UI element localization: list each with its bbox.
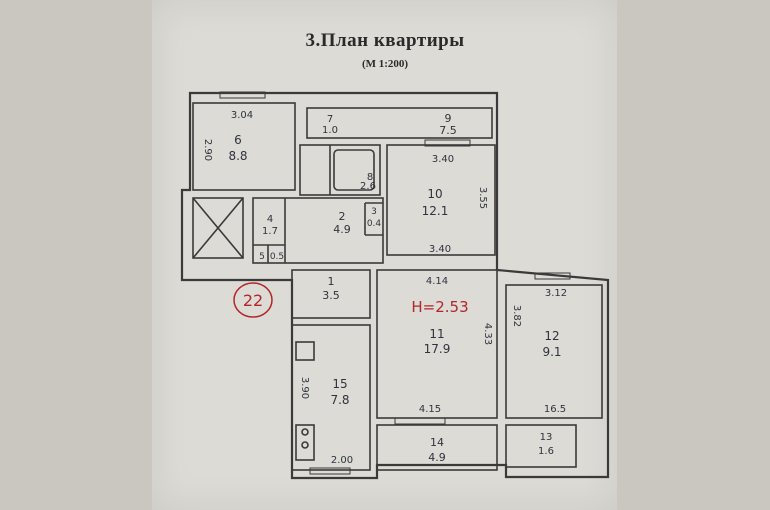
- room-9-id: 9: [445, 112, 452, 125]
- room-1-area: 3.5: [322, 289, 340, 302]
- dimension-3-12: 3.12: [545, 288, 567, 299]
- dimension-4-33: 4.33: [482, 323, 493, 345]
- dimension-3-82: 3.82: [511, 305, 522, 327]
- room-2-area: 4.9: [333, 223, 351, 236]
- room-9-area: 7.5: [439, 124, 457, 137]
- room-6-area: 8.8: [228, 149, 247, 163]
- dimension-3-55: 3.55: [477, 187, 488, 209]
- room-7-area: 1.0: [322, 125, 338, 136]
- room-12-id: 12: [544, 329, 559, 343]
- dimension-4-14: 4.14: [426, 276, 448, 287]
- room-3-area: 0.4: [367, 219, 382, 229]
- dimension-2-00: 2.00: [331, 455, 353, 466]
- room-11-area: 17.9: [424, 342, 451, 356]
- dimension-3-90: 3.90: [299, 377, 310, 399]
- room-13-area: 1.6: [538, 446, 554, 457]
- dimension-3-04: 3.04: [231, 110, 253, 121]
- dimension-2-90: 2.90: [202, 139, 213, 161]
- room-12-area: 9.1: [542, 345, 561, 359]
- room-4-id: 4: [267, 214, 273, 225]
- dimension-16-5: 16.5: [544, 404, 566, 415]
- room-8-id: 8: [367, 172, 373, 183]
- apartment-number-circle: [233, 282, 273, 318]
- dimension-3-40-top: 3.40: [432, 154, 454, 165]
- dimension-3-40-bottom: 3.40: [429, 244, 451, 255]
- room-14-area: 4.9: [428, 451, 446, 464]
- room-15-area: 7.8: [330, 393, 349, 407]
- room-8-area: 2.6: [360, 181, 376, 192]
- room-4-area: 1.7: [262, 226, 278, 237]
- room-11-id: 11: [429, 327, 444, 341]
- room-6-id: 6: [234, 133, 242, 147]
- room-1-id: 1: [328, 275, 335, 288]
- room-3-id: 3: [371, 207, 377, 217]
- inner-walls: [192, 102, 603, 471]
- apartment-number: 22: [243, 291, 263, 310]
- room-7-id: 7: [327, 114, 333, 125]
- room-14-id: 14: [430, 436, 444, 449]
- plan-title: 3.План квартиры: [305, 30, 465, 51]
- room-2-id: 2: [339, 210, 346, 223]
- room-13-id: 13: [540, 432, 553, 443]
- room-5-id: 5: [259, 252, 265, 262]
- plan-scale: (М 1:200): [361, 58, 409, 70]
- room-10-area: 12.1: [422, 204, 449, 218]
- room-10-id: 10: [427, 187, 442, 201]
- dimension-4-15: 4.15: [419, 404, 441, 415]
- room-15-id: 15: [332, 377, 347, 391]
- ceiling-height: H=2.53: [411, 298, 468, 316]
- windows: [219, 91, 571, 475]
- room-5-area: 0.5: [270, 252, 284, 262]
